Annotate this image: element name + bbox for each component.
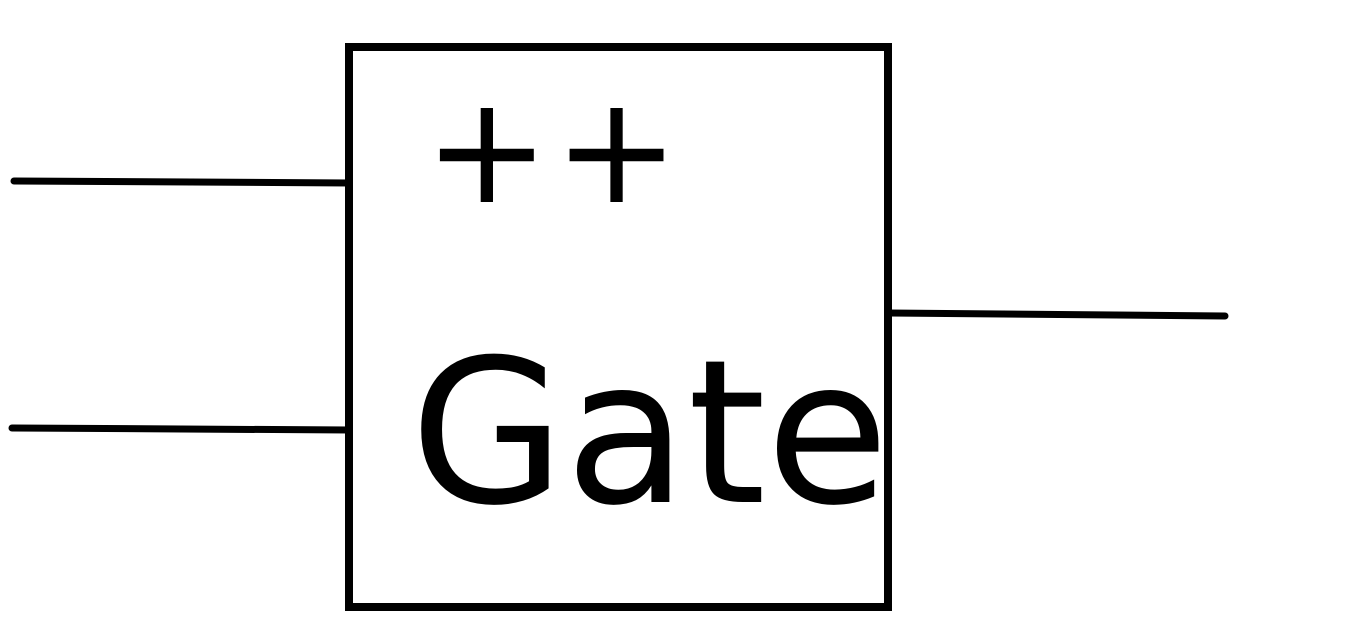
gate-symbol: ++ <box>424 64 683 238</box>
input-wire-1 <box>10 177 354 187</box>
gate-box <box>345 43 892 611</box>
input-wire-2 <box>8 424 354 434</box>
output-wire <box>882 309 1229 320</box>
gate-label: Gate <box>410 317 889 550</box>
